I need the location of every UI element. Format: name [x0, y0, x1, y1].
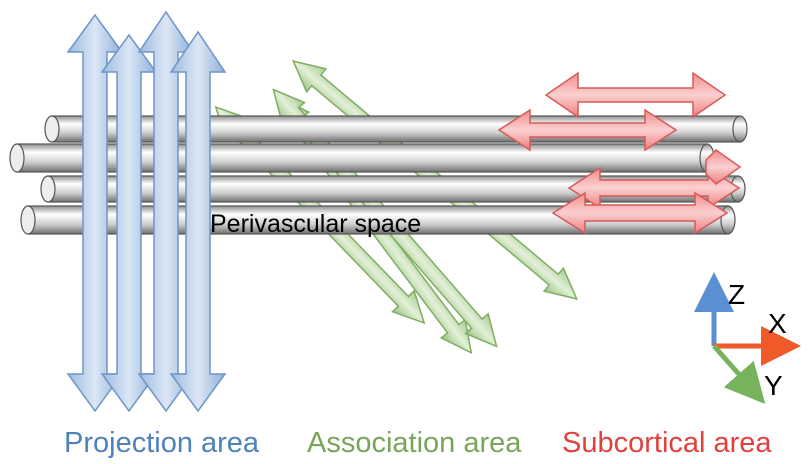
- subcortical-arrow-2: [497, 108, 678, 152]
- axes-indicator: Z X Y: [694, 272, 801, 404]
- subcortical-arrow-4: [551, 191, 729, 235]
- y-axis-arrow: [712, 344, 766, 404]
- projection-fibers: [66, 10, 227, 413]
- subcortical-area-caption: Subcortical area: [562, 427, 772, 459]
- x-axis-label: X: [768, 308, 787, 339]
- subcortical-fibers: [497, 71, 742, 235]
- y-axis-label: Y: [764, 370, 783, 401]
- association-area-caption: Association area: [307, 427, 522, 459]
- projection-arrow-4: [169, 30, 227, 413]
- z-axis-label: Z: [728, 279, 745, 310]
- projection-area-caption: Projection area: [64, 427, 260, 459]
- subcortical-arrow-1: [544, 71, 727, 119]
- subcortical-arrow-tip: [705, 149, 742, 185]
- vessel-tube-2: [9, 143, 715, 173]
- perivascular-space-label: Perivascular space: [210, 210, 421, 238]
